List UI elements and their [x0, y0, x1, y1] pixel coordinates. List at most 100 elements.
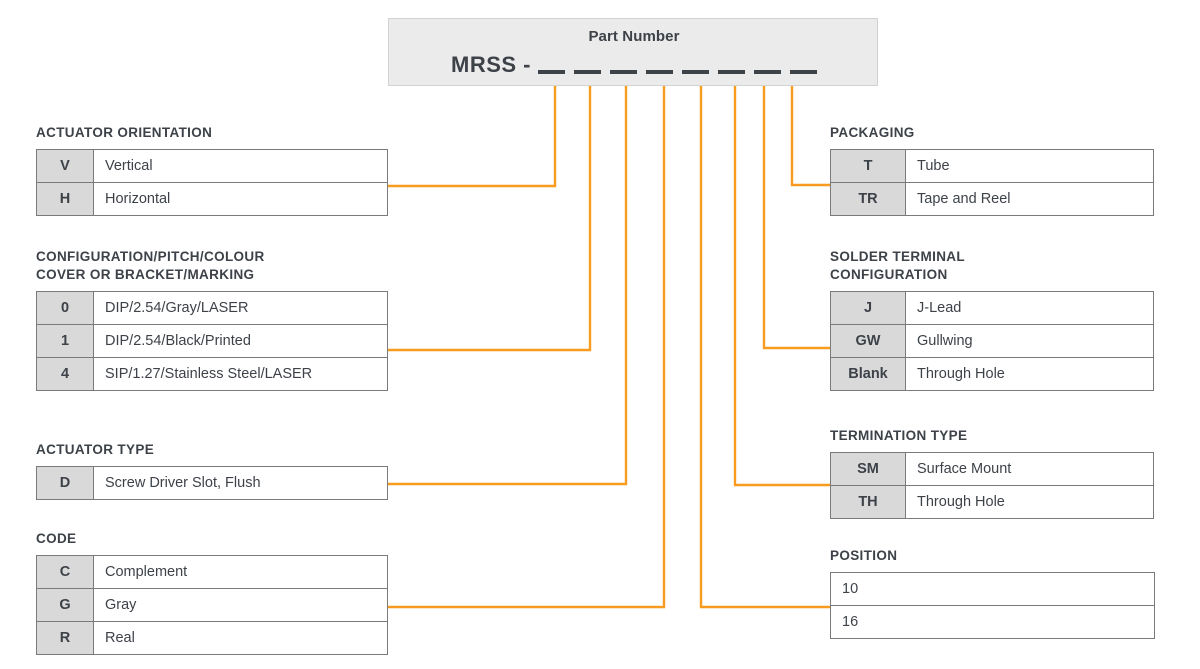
group-title-configuration-line2: COVER OR BRACKET/MARKING	[36, 267, 255, 282]
cell-code: G	[36, 588, 94, 622]
table-actuator-type: D Screw Driver Slot, Flush	[36, 466, 388, 500]
part-number-blank-7[interactable]	[754, 69, 781, 74]
group-title-configuration: CONFIGURATION/PITCH/COLOUR COVER OR BRAC…	[36, 248, 388, 284]
connector-solder-terminal	[762, 86, 830, 350]
cell-value: 10	[830, 572, 1155, 606]
connector-position	[699, 86, 830, 609]
cell-description: Horizontal	[93, 182, 388, 216]
cell-code: T	[830, 149, 906, 183]
part-number-blank-5[interactable]	[682, 69, 709, 74]
group-title-packaging: PACKAGING	[830, 125, 915, 140]
group-actuator-orientation: ACTUATOR ORIENTATION V Vertical H Horizo…	[36, 124, 388, 216]
table-row[interactable]: TH Through Hole	[830, 485, 1154, 519]
group-packaging: PACKAGING T Tube TR Tape and Reel	[830, 124, 1154, 216]
table-row[interactable]: G Gray	[36, 588, 388, 622]
group-title-code: CODE	[36, 531, 77, 546]
group-position: POSITION 10 16	[830, 547, 1155, 639]
table-row[interactable]: TR Tape and Reel	[830, 182, 1154, 216]
cell-value: 16	[830, 605, 1155, 639]
table-row[interactable]: 10	[830, 572, 1155, 606]
cell-code: D	[36, 466, 94, 500]
cell-description: Surface Mount	[905, 452, 1154, 486]
table-row[interactable]: V Vertical	[36, 149, 388, 183]
cell-code: J	[830, 291, 906, 325]
cell-description: Through Hole	[905, 485, 1154, 519]
table-row[interactable]: D Screw Driver Slot, Flush	[36, 466, 388, 500]
table-row[interactable]: T Tube	[830, 149, 1154, 183]
cell-code: 4	[36, 357, 94, 391]
connector-packaging	[790, 86, 830, 187]
group-title-actuator-type: ACTUATOR TYPE	[36, 442, 155, 457]
cell-description: DIP/2.54/Black/Printed	[93, 324, 388, 358]
group-title-solder-terminal-line1: SOLDER TERMINAL	[830, 249, 965, 264]
cell-description: SIP/1.27/Stainless Steel/LASER	[93, 357, 388, 391]
group-title-solder-terminal: SOLDER TERMINAL CONFIGURATION	[830, 248, 1154, 284]
part-number-blanks	[538, 56, 817, 74]
cell-code: H	[36, 182, 94, 216]
cell-description: Gullwing	[905, 324, 1154, 358]
cell-code: 0	[36, 291, 94, 325]
group-title-solder-terminal-line2: CONFIGURATION	[830, 267, 948, 282]
part-number-blank-3[interactable]	[610, 69, 637, 74]
connector-termination-type	[733, 86, 830, 487]
table-row[interactable]: GW Gullwing	[830, 324, 1154, 358]
cell-description: DIP/2.54/Gray/LASER	[93, 291, 388, 325]
part-number-blank-6[interactable]	[718, 69, 745, 74]
cell-description: Real	[93, 621, 388, 655]
table-row[interactable]: 4 SIP/1.27/Stainless Steel/LASER	[36, 357, 388, 391]
cell-code: R	[36, 621, 94, 655]
connector-code	[388, 86, 666, 609]
cell-description: Complement	[93, 555, 388, 589]
table-actuator-orientation: V Vertical H Horizontal	[36, 149, 388, 216]
group-title-position: POSITION	[830, 548, 898, 563]
cell-code: C	[36, 555, 94, 589]
part-number-blank-2[interactable]	[574, 69, 601, 74]
cell-code: TH	[830, 485, 906, 519]
table-row[interactable]: 0 DIP/2.54/Gray/LASER	[36, 291, 388, 325]
group-solder-terminal: SOLDER TERMINAL CONFIGURATION J J-Lead G…	[830, 248, 1154, 391]
table-termination-type: SM Surface Mount TH Through Hole	[830, 452, 1154, 519]
cell-description: Through Hole	[905, 357, 1154, 391]
group-configuration: CONFIGURATION/PITCH/COLOUR COVER OR BRAC…	[36, 248, 388, 391]
connector-configuration	[388, 86, 592, 352]
part-number-blank-4[interactable]	[646, 69, 673, 74]
cell-description: Vertical	[93, 149, 388, 183]
table-configuration: 0 DIP/2.54/Gray/LASER 1 DIP/2.54/Black/P…	[36, 291, 388, 391]
part-number-code: MRSS -	[389, 52, 879, 78]
cell-description: Screw Driver Slot, Flush	[93, 466, 388, 500]
cell-description: Tube	[905, 149, 1154, 183]
table-solder-terminal: J J-Lead GW Gullwing Blank Through Hole	[830, 291, 1154, 391]
table-row[interactable]: Blank Through Hole	[830, 357, 1154, 391]
cell-code: 1	[36, 324, 94, 358]
group-code: CODE C Complement G Gray R Real	[36, 530, 388, 655]
connector-actuator-orientation	[388, 86, 557, 188]
table-code: C Complement G Gray R Real	[36, 555, 388, 655]
part-number-blank-1[interactable]	[538, 69, 565, 74]
connector-actuator-type	[388, 86, 628, 486]
table-row[interactable]: SM Surface Mount	[830, 452, 1154, 486]
table-row[interactable]: J J-Lead	[830, 291, 1154, 325]
cell-description: Gray	[93, 588, 388, 622]
table-packaging: T Tube TR Tape and Reel	[830, 149, 1154, 216]
table-row[interactable]: 16	[830, 605, 1155, 639]
part-number-blank-8[interactable]	[790, 69, 817, 74]
cell-code: TR	[830, 182, 906, 216]
table-row[interactable]: 1 DIP/2.54/Black/Printed	[36, 324, 388, 358]
cell-description: J-Lead	[905, 291, 1154, 325]
part-number-title: Part Number	[588, 28, 680, 45]
part-number-prefix: MRSS -	[451, 52, 531, 77]
cell-description: Tape and Reel	[905, 182, 1154, 216]
group-actuator-type: ACTUATOR TYPE D Screw Driver Slot, Flush	[36, 441, 388, 500]
cell-code: SM	[830, 452, 906, 486]
cell-code: Blank	[830, 357, 906, 391]
group-title-termination-type: TERMINATION TYPE	[830, 428, 968, 443]
table-position: 10 16	[830, 572, 1155, 639]
cell-code: GW	[830, 324, 906, 358]
group-termination-type: TERMINATION TYPE SM Surface Mount TH Thr…	[830, 427, 1154, 519]
part-number-box: Part Number MRSS -	[388, 18, 878, 86]
table-row[interactable]: R Real	[36, 621, 388, 655]
group-title-configuration-line1: CONFIGURATION/PITCH/COLOUR	[36, 249, 265, 264]
table-row[interactable]: C Complement	[36, 555, 388, 589]
table-row[interactable]: H Horizontal	[36, 182, 388, 216]
